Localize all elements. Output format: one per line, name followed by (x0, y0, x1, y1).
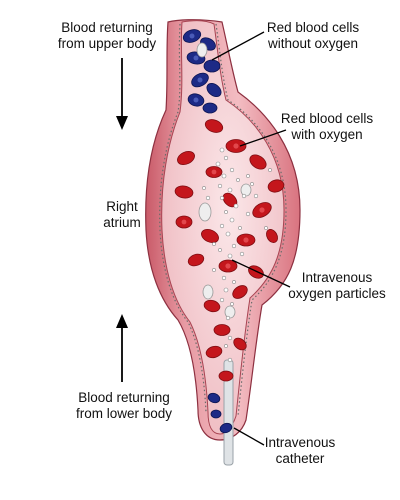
label-rbc-no-oxygen-line1: Red blood cells (266, 20, 360, 35)
label-lower-body: Blood returning from lower body (46, 390, 202, 422)
label-iv-particles-line2: oxygen particles (288, 286, 386, 301)
leader-rbc-oxygen (239, 129, 287, 147)
wall-texture-right (215, 23, 287, 417)
label-lower-body-line1: Blood returning (78, 390, 170, 405)
label-iv-catheter-line2: catheter (275, 451, 325, 466)
label-right-atrium-line1: Right (106, 199, 138, 214)
arrow-down-upper (116, 58, 128, 130)
label-upper-body-line2: from upper body (57, 36, 157, 51)
label-rbc-oxygen: Red blood cells with oxygen (262, 111, 392, 143)
label-rbc-oxygen-line1: Red blood cells (280, 111, 374, 126)
label-lower-body-line2: from lower body (75, 406, 173, 421)
deoxygenated-cell-centers (189, 33, 203, 103)
label-iv-catheter-line1: Intravenous (264, 435, 336, 450)
leader-rbc-no-oxygen (211, 31, 265, 61)
label-right-atrium-line2: atrium (103, 215, 141, 230)
wall-texture-left (159, 23, 207, 413)
white-cells (196, 42, 252, 319)
oxygenated-cells (174, 119, 285, 382)
label-right-atrium: Right atrium (92, 199, 152, 231)
arrow-up-lower (116, 314, 128, 382)
leader-iv-catheter (233, 427, 265, 446)
label-iv-particles: Intravenous oxygen particles (274, 270, 400, 302)
oxygen-particles (202, 147, 272, 363)
label-rbc-no-oxygen: Red blood cells without oxygen (248, 20, 378, 52)
oxygenated-cell-centers (181, 143, 265, 269)
label-upper-body-line1: Blood returning (61, 20, 153, 35)
leader-iv-particles (231, 259, 291, 288)
label-rbc-no-oxygen-line2: without oxygen (267, 36, 359, 51)
label-iv-catheter: Intravenous catheter (248, 435, 352, 467)
label-iv-particles-line1: Intravenous (301, 270, 373, 285)
label-upper-body: Blood returning from upper body (28, 20, 186, 52)
label-rbc-oxygen-line2: with oxygen (291, 127, 363, 142)
